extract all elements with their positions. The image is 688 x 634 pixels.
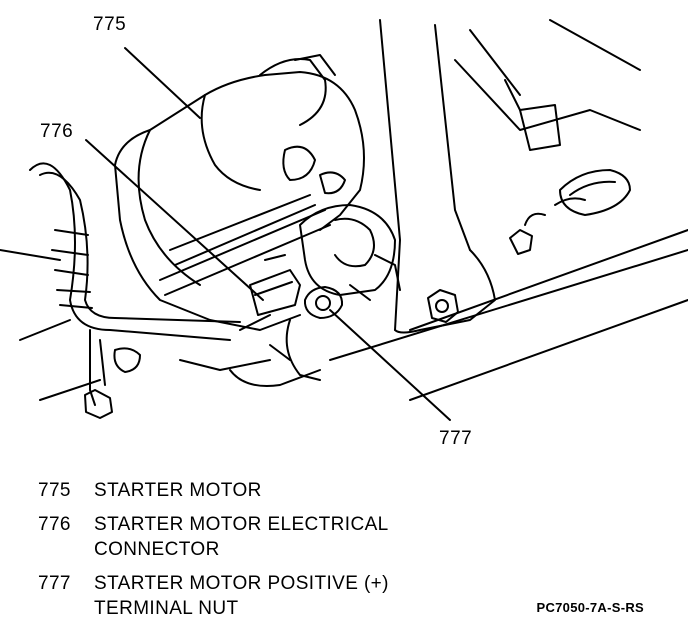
electrical-connector: [239, 254, 301, 331]
callout-776: 776: [40, 121, 74, 142]
figure-code: PC7050-7A-S-RS: [536, 600, 644, 615]
solenoid: [299, 204, 401, 301]
legend-description: STARTER MOTOR POSITIVE (+) TERMINAL NUT: [94, 573, 389, 619]
leader-lines: [85, 47, 451, 421]
legend-number: 776: [38, 514, 71, 535]
legend-number: 775: [38, 480, 71, 501]
legend-number: 777: [38, 573, 71, 594]
mounting-bolt: [427, 229, 533, 323]
callout-775: 775: [93, 14, 127, 35]
leader-line-776: [85, 139, 264, 301]
wiring-harness: [0, 162, 241, 419]
starter-motor-body: [114, 54, 365, 387]
terminal-nut: [269, 286, 344, 381]
legend-item: 775 STARTER MOTOR: [30, 478, 650, 503]
legend-description: STARTER MOTOR ELECTRICAL CONNECTOR: [94, 514, 389, 560]
starter-motor-illustration: [0, 19, 688, 421]
legend: 775 STARTER MOTOR 776 STARTER MOTOR ELEC…: [30, 478, 650, 630]
legend-description: STARTER MOTOR: [94, 480, 262, 501]
legend-item: 777 STARTER MOTOR POSITIVE (+) TERMINAL …: [30, 571, 650, 621]
callout-777: 777: [439, 428, 473, 449]
legend-item: 776 STARTER MOTOR ELECTRICAL CONNECTOR: [30, 512, 650, 562]
leader-line-777: [329, 309, 451, 421]
engine-block-outline: [329, 19, 688, 401]
leader-line-775: [124, 47, 201, 119]
